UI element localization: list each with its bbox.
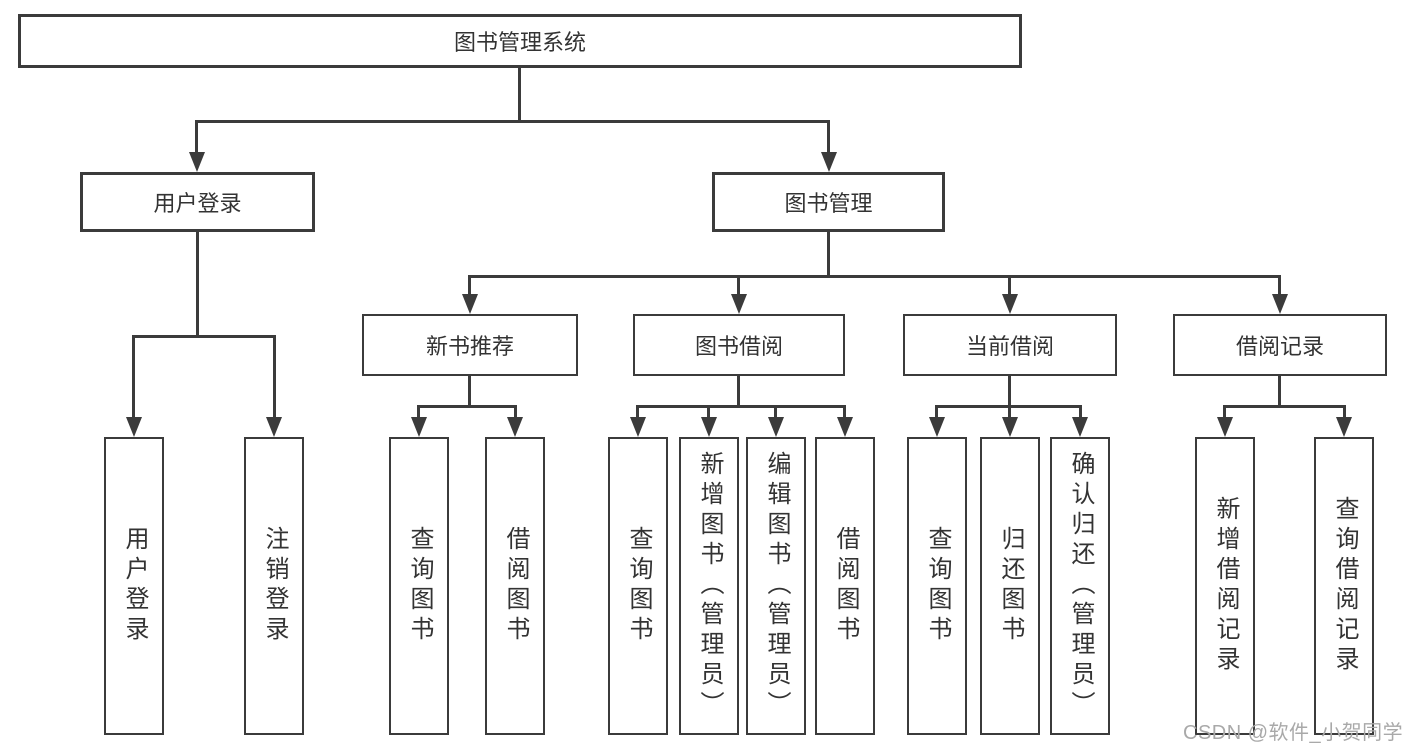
node-label: 用户登录 [153,191,242,216]
node-label: 查询图书 [625,526,652,646]
connector-line [1223,405,1346,408]
node-label: 查询图书 [924,526,951,646]
arrow-down-icon [1072,417,1088,437]
leaf-query-books-current: 查询图书 [907,437,967,735]
arrow-down-icon [266,417,282,437]
connector-line [195,120,198,154]
csdn-watermark: CSDN @软件_小贺同学 [1183,722,1404,744]
node-current-borrowing: 当前借阅 [903,314,1117,376]
node-label: 注销登录 [261,526,288,646]
connector-line [1278,275,1281,296]
arrow-down-icon [821,152,837,172]
connector-line [468,376,471,408]
node-label: 借阅图书 [502,526,529,646]
node-label: 查询借阅记录 [1331,496,1358,676]
connector-line [636,405,846,408]
leaf-borrow-books: 借阅图书 [815,437,875,735]
node-label: 借阅记录 [1235,334,1324,359]
connector-line [774,405,777,419]
node-label: 归还图书 [997,526,1024,646]
connector-line [827,232,830,278]
node-label: 用户登录 [121,526,148,646]
connector-line [1343,405,1346,419]
leaf-query-books-borrowing: 查询图书 [608,437,668,735]
arrow-down-icon [1002,417,1018,437]
leaf-query-borrow-record: 查询借阅记录 [1314,437,1374,735]
node-label: 图书管理系统 [453,30,586,55]
arrow-down-icon [837,417,853,437]
arrow-down-icon [1217,417,1233,437]
node-label: 编辑图书（管理员） [763,451,790,721]
arrow-down-icon [1002,294,1018,314]
node-book-management: 图书管理 [712,172,945,232]
connector-line [195,120,830,123]
connector-line [843,405,846,419]
connector-line [417,405,420,419]
arrow-down-icon [462,294,478,314]
node-label: 图书管理 [784,191,873,216]
node-book-borrowing: 图书借阅 [633,314,845,376]
node-label: 新增借阅记录 [1212,496,1239,676]
connector-line [935,405,938,419]
leaf-add-books-admin: 新增图书（管理员） [679,437,739,735]
arrow-down-icon [189,152,205,172]
arrow-down-icon [701,417,717,437]
leaf-user-login: 用户登录 [104,437,164,735]
node-user-login: 用户登录 [80,172,315,232]
connector-line [737,275,740,296]
connector-line [827,120,830,154]
connector-line [1278,376,1281,408]
connector-line [132,335,135,419]
arrow-down-icon [1272,294,1288,314]
connector-line [1008,376,1011,408]
node-label: 查询图书 [406,526,433,646]
connector-line [468,275,1281,278]
connector-line [1079,405,1082,419]
connector-line [707,405,710,419]
connector-line [273,335,276,419]
leaf-query-books-recommend: 查询图书 [389,437,449,735]
arrow-down-icon [768,417,784,437]
arrow-down-icon [126,417,142,437]
leaf-add-borrow-record: 新增借阅记录 [1195,437,1255,735]
node-label: 图书借阅 [694,334,783,359]
connector-line [132,335,276,338]
connector-line [737,376,740,408]
arrow-down-icon [731,294,747,314]
connector-line [1008,405,1011,419]
connector-line [468,275,471,296]
connector-line [1008,275,1011,296]
node-label: 当前借阅 [965,334,1054,359]
arrow-down-icon [630,417,646,437]
node-label: 新书推荐 [425,334,514,359]
connector-line [514,405,517,419]
arrow-down-icon [507,417,523,437]
leaf-confirm-return-admin: 确认归还（管理员） [1050,437,1110,735]
connector-line [196,232,199,338]
connector-line [417,405,517,408]
arrow-down-icon [1336,417,1352,437]
node-borrowing-records: 借阅记录 [1173,314,1387,376]
node-label: 确认归还（管理员） [1067,451,1094,721]
node-label: 借阅图书 [832,526,859,646]
connector-line [518,68,521,123]
leaf-return-books: 归还图书 [980,437,1040,735]
node-new-book-recommendation: 新书推荐 [362,314,578,376]
node-label: 新增图书（管理员） [696,451,723,721]
leaf-borrow-books-recommend: 借阅图书 [485,437,545,735]
node-book-management-system: 图书管理系统 [18,14,1022,68]
leaf-logout: 注销登录 [244,437,304,735]
connector-line [1223,405,1226,419]
arrow-down-icon [411,417,427,437]
leaf-edit-books-admin: 编辑图书（管理员） [746,437,806,735]
arrow-down-icon [929,417,945,437]
connector-line [636,405,639,419]
